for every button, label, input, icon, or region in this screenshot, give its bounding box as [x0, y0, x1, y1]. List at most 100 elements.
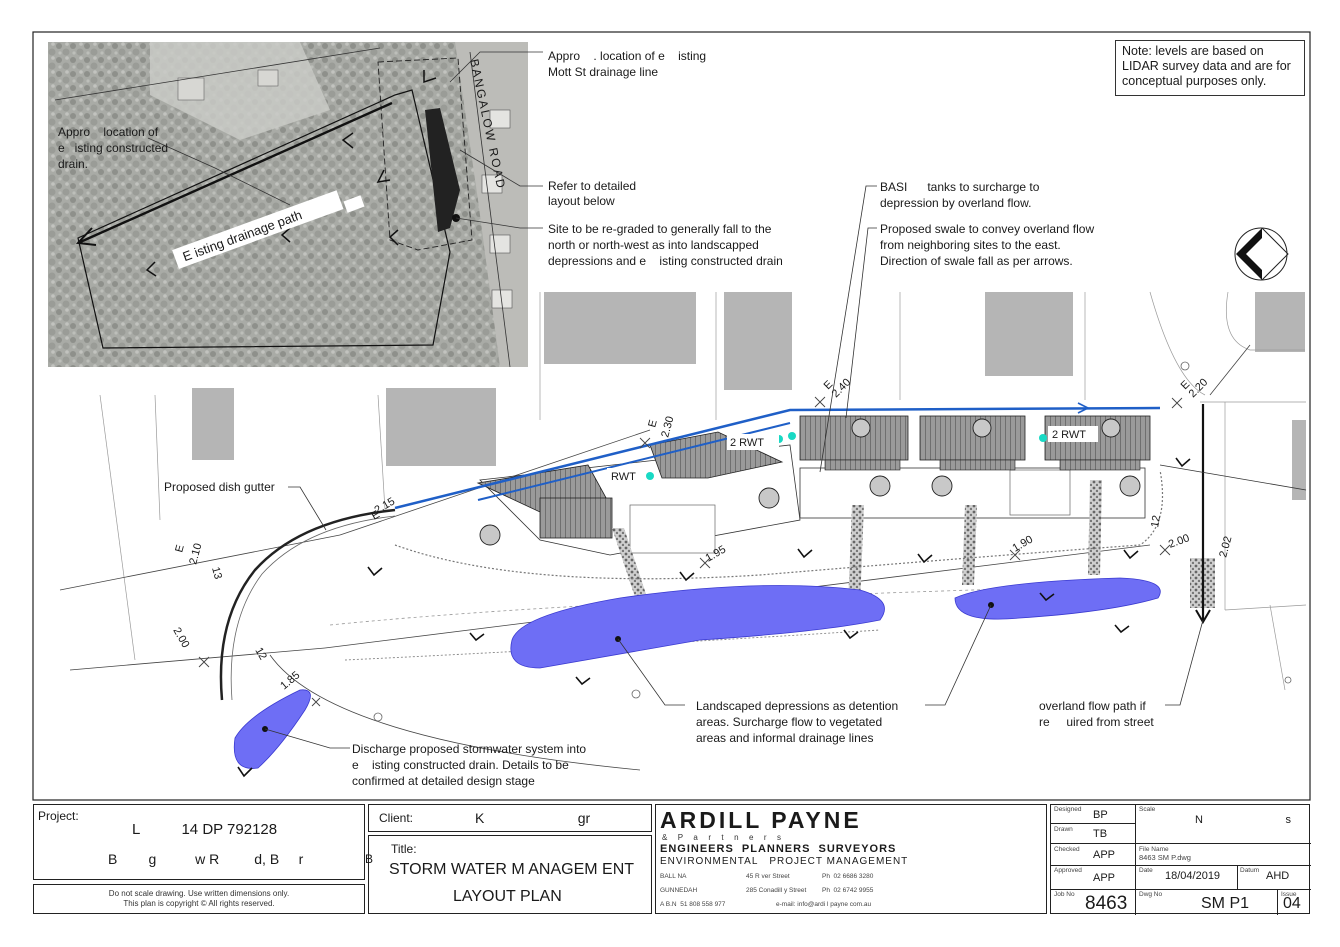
tank — [851, 418, 871, 438]
vegetation-edge — [394, 469, 1163, 580]
drawn-label: Drawn — [1054, 826, 1073, 833]
site-boundary — [77, 89, 451, 349]
office-2-address: 285 Conadill y Street — [746, 887, 807, 894]
scale-label: Scale — [1139, 806, 1156, 813]
date-label: Date — [1139, 867, 1153, 874]
filename-value: 8463 SM P.dwg — [1139, 853, 1191, 862]
level-e: E — [173, 544, 186, 554]
abn: A B.N 51 808 558 977 — [660, 901, 726, 908]
flow-arrow — [388, 229, 399, 246]
client-value: K gr — [475, 810, 591, 826]
flow-arrow — [376, 169, 391, 183]
existing-drain-line — [77, 101, 393, 245]
path-label-box — [172, 190, 344, 269]
title-line-2: LAYOUT PLAN — [453, 888, 562, 905]
rwt-label-box — [607, 468, 645, 484]
project-box: Project: L 14 DP 792128 B g w R d, B r — [33, 804, 365, 880]
title-prefix: B — [365, 852, 374, 866]
boundary-line — [54, 47, 381, 101]
detail-layout-box — [377, 57, 473, 251]
firm-email: e-mail: info@ardi l payne com.au — [776, 901, 872, 908]
title-box: Title: B STORM WATER M ANAGEM ENT LAYOUT… — [365, 835, 652, 914]
stormwater-pipe — [394, 406, 1161, 510]
level-crosses — [198, 396, 1183, 707]
roof-unit-4 — [919, 415, 1026, 461]
neighbour-building — [1292, 420, 1306, 500]
basix-tanks-label: BASI tanks to surcharge to depression by… — [880, 180, 1040, 210]
issue-value: 04 — [1283, 895, 1301, 912]
flow-arrow — [145, 261, 157, 277]
mott-st-drain-label: Appro . location of e isting Mott St dra… — [548, 49, 707, 79]
courtyard — [629, 504, 716, 554]
neighbour-building — [544, 292, 696, 364]
filename-label: File Name — [1139, 846, 1169, 853]
level-1-85: 1.85 — [278, 669, 302, 692]
office-1: BALL NA — [660, 873, 687, 880]
garage — [824, 459, 901, 471]
regrade-label: Site to be re-graded to generally fall t… — [548, 222, 783, 268]
project-lot: L 14 DP 792128 — [132, 821, 278, 838]
level-1-90: 1.90 — [1011, 533, 1036, 554]
aerial-building — [177, 77, 205, 101]
fall-arrows — [237, 457, 1191, 778]
level-2-30: 2.30 — [659, 415, 676, 439]
inset-white-patch — [343, 195, 365, 213]
contour-13: 13 — [209, 566, 224, 581]
firm-partners: & P a r t n e r s — [662, 833, 783, 842]
level-e: E — [646, 419, 659, 429]
neighbour-building — [724, 292, 792, 390]
flow-arrow — [280, 227, 291, 243]
inset-aerial-map: E isting drainage path BANGALOW ROAD — [48, 42, 528, 368]
overland-flow-label: overland flow path if re uired from stre… — [1039, 699, 1154, 729]
contour-12-east: 12 — [1149, 514, 1163, 528]
level-2-15: 2.15 — [373, 495, 398, 516]
dish-gutter-edge — [230, 515, 396, 701]
dish-gutter — [219, 508, 396, 701]
tank — [931, 475, 953, 497]
aerial-building — [257, 69, 279, 87]
stone-path — [848, 505, 864, 605]
office-2: GUNNEDAH — [660, 887, 698, 894]
proposed-swale-label: Proposed swale to convey overland flow f… — [880, 222, 1095, 268]
stone-path — [962, 505, 977, 585]
aerial-house — [491, 289, 513, 309]
aerial-clearing — [150, 42, 330, 140]
stone-path — [1088, 480, 1102, 575]
garage — [539, 497, 613, 539]
level-2-20: 2.20 — [1187, 376, 1211, 400]
detention-basin-west — [510, 585, 885, 669]
client-label: Client: — [379, 811, 414, 825]
tank — [758, 487, 780, 509]
trees — [373, 361, 1292, 722]
title-label: Title: — [391, 842, 417, 856]
scale-value: N s e — [1195, 814, 1291, 826]
tank — [972, 418, 992, 438]
office-2-phone: Ph 02 6742 9955 — [822, 887, 874, 894]
aerial-house — [489, 234, 511, 254]
aerial-house — [489, 109, 511, 129]
inset-leaders — [147, 51, 543, 229]
rwt-label-box — [1048, 426, 1098, 442]
datum-value: AHD — [1266, 870, 1290, 882]
north-arrow — [1234, 227, 1289, 281]
level-2-10: 2.10 — [187, 542, 204, 566]
dwg-no-value: SM P1 — [1201, 895, 1250, 912]
neighbour-building — [386, 388, 496, 466]
firm-line-2: ENVIRONMENTAL PROJECT MANAGEMENT — [660, 856, 909, 867]
drain-arrow — [75, 227, 97, 246]
checked-label: Checked — [1054, 846, 1080, 853]
pipe-arrow — [1077, 402, 1090, 414]
date-value: 18/04/2019 — [1165, 870, 1221, 882]
neighbour-building — [985, 292, 1073, 376]
flow-arrow — [341, 132, 354, 149]
property-lines — [99, 291, 1307, 691]
level-2-00-west: 2.00 — [170, 626, 191, 651]
roof-unit-2 — [649, 431, 784, 479]
rwt-label-3: 2 RWT — [1052, 429, 1086, 441]
disclaimer-box: Do not scale drawing. Use written dimens… — [33, 884, 365, 914]
tank — [479, 524, 501, 546]
overland-flow-arrow — [1195, 609, 1211, 624]
stone-path — [612, 528, 652, 612]
refer-detail-label: Refer to detailed layout below — [548, 179, 637, 208]
datum-label: Datum — [1240, 867, 1260, 874]
